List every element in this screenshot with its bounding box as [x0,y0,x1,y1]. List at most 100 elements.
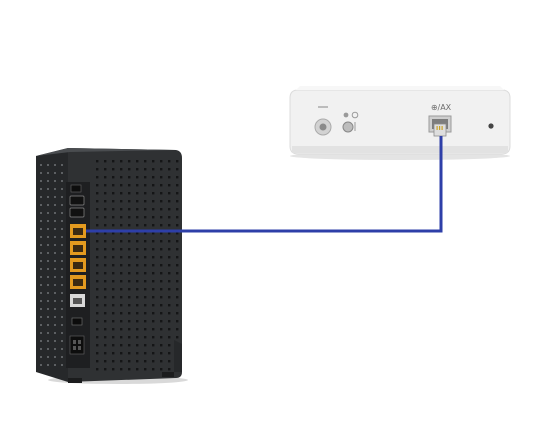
side-vent-hole [54,268,56,270]
vent-hole [120,184,123,187]
vent-hole [112,208,115,211]
vent-hole [168,168,171,171]
vent-hole [128,280,131,283]
vent-hole [176,304,179,307]
side-vent-hole [61,188,63,190]
vent-hole [136,232,139,235]
vent-hole [136,184,139,187]
side-vent-hole [61,244,63,246]
side-vent-hole [47,260,49,262]
vent-hole [128,344,131,347]
side-vent-hole [40,316,42,318]
usb-port-icon [71,317,83,326]
vent-hole [104,248,107,251]
vent-hole [96,264,99,267]
side-vent-hole [54,212,56,214]
side-vent-hole [40,356,42,358]
vent-hole [160,328,163,331]
side-vent-hole [61,164,63,166]
vent-hole [128,200,131,203]
vent-hole [112,328,115,331]
vent-hole [128,352,131,355]
vent-hole [120,336,123,339]
vent-hole [144,176,147,179]
vent-hole [144,248,147,251]
vent-hole [160,208,163,211]
vent-hole [144,240,147,243]
vent-hole [104,328,107,331]
vent-hole [96,280,99,283]
side-vent-hole [47,356,49,358]
side-vent-hole [61,180,63,182]
vent-hole [112,192,115,195]
vent-hole [168,296,171,299]
vent-hole [168,216,171,219]
vent-hole [152,320,155,323]
vent-hole [144,168,147,171]
vent-hole [96,184,99,187]
power-port-icon [69,335,85,355]
side-vent-hole [54,188,56,190]
vent-hole [120,216,123,219]
side-vent-hole [54,348,56,350]
vent-hole [128,216,131,219]
vent-hole [176,160,179,163]
vent-hole [120,288,123,291]
vent-hole [120,224,123,227]
side-vent-hole [54,340,56,342]
vent-hole [96,320,99,323]
vent-hole [136,264,139,267]
vent-hole [120,248,123,251]
side-vent-hole [61,332,63,334]
vent-hole [176,320,179,323]
vent-hole [168,192,171,195]
vent-hole [96,248,99,251]
vent-hole [104,360,107,363]
vent-hole [152,176,155,179]
vent-hole [136,216,139,219]
side-vent-hole [47,236,49,238]
vent-hole [112,304,115,307]
vent-hole [168,248,171,251]
vent-hole [160,200,163,203]
side-vent-hole [47,164,49,166]
modem-box-device: ⊕/AX [289,86,511,160]
vent-hole [128,304,131,307]
side-vent-hole [61,204,63,206]
vent-hole [160,240,163,243]
vent-hole [168,264,171,267]
vent-hole [152,312,155,315]
vent-hole [152,168,155,171]
vent-hole [168,288,171,291]
vent-hole [176,256,179,259]
vent-hole [104,320,107,323]
vent-hole [128,336,131,339]
side-vent-hole [61,276,63,278]
vent-hole [136,200,139,203]
vent-hole [104,368,107,371]
side-vent-hole [54,356,56,358]
side-vent-hole [40,236,42,238]
vent-hole [96,296,99,299]
vent-hole [160,344,163,347]
side-vent-hole [54,204,56,206]
vent-hole [96,232,99,235]
vent-hole [176,280,179,283]
vent-hole [128,296,131,299]
vent-hole [96,368,99,371]
vent-hole [144,160,147,163]
vent-hole [168,272,171,275]
side-vent-hole [54,236,56,238]
vent-hole [176,328,179,331]
side-vent-hole [61,324,63,326]
vent-hole [120,256,123,259]
side-vent-hole [54,276,56,278]
vent-hole [144,216,147,219]
vent-hole [160,224,163,227]
vent-hole [160,296,163,299]
vent-hole [152,360,155,363]
vent-hole [160,272,163,275]
router-right-bezel [174,340,182,372]
vent-hole [136,224,139,227]
vent-hole [136,328,139,331]
